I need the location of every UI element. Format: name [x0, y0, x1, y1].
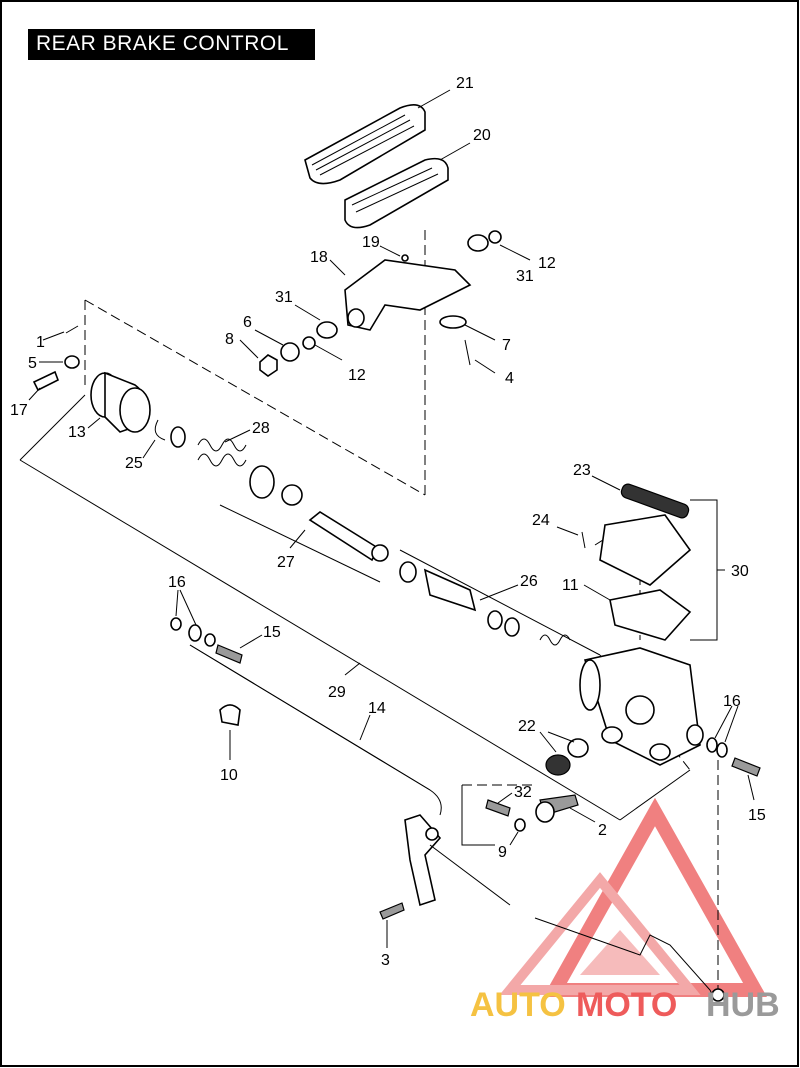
- part-6-washer: [280, 342, 300, 362]
- page-title: REAR BRAKE CONTROL: [36, 32, 289, 55]
- leader-lines: [28, 89, 755, 948]
- callout-2: 2: [598, 822, 607, 839]
- part-27-ball: [371, 544, 389, 562]
- callout-24: 24: [532, 512, 550, 529]
- callout-12-left: 12: [348, 367, 366, 384]
- part-20-base: [344, 157, 449, 229]
- part-16-washer-r2: [716, 742, 728, 758]
- callout-14: 14: [368, 700, 386, 717]
- part-27-clip: [249, 465, 275, 499]
- callout-16-left: 16: [168, 574, 186, 591]
- callout-16-right: 16: [723, 693, 741, 710]
- callout-21: 21: [456, 75, 474, 92]
- part-11-diaphragm: [609, 589, 692, 641]
- part-15-bolt-l: [215, 644, 243, 664]
- part-3-bolt: [379, 902, 405, 920]
- rod-end: [711, 988, 725, 1002]
- part-8-nut: [259, 354, 278, 377]
- callout-29: 29: [328, 684, 346, 701]
- part-1-cotter: [65, 325, 79, 334]
- callout-23: 23: [573, 462, 591, 479]
- part-2-head: [535, 801, 555, 823]
- watermark-text: AUTO MOTO HUB: [470, 986, 780, 1024]
- part-16-washer-l1: [170, 617, 182, 631]
- callout-25: 25: [125, 455, 143, 472]
- callout-15-left: 15: [263, 624, 281, 641]
- part-16-washer-l3: [204, 633, 216, 647]
- callout-11: 11: [562, 577, 579, 594]
- part-17-pin: [32, 370, 60, 392]
- callout-22: 22: [518, 718, 536, 735]
- part-4-screw: [464, 339, 471, 366]
- pedal-rod: [534, 917, 716, 1001]
- callout-10: 10: [220, 767, 238, 784]
- part-7-washer: [439, 315, 467, 329]
- part-32-switch: [485, 799, 511, 817]
- callout-18: 18: [310, 249, 328, 266]
- title-banner: REAR BRAKE CONTROL: [28, 29, 315, 60]
- callout-30: 30: [731, 563, 749, 580]
- watermark-hub: HUB: [706, 986, 780, 1024]
- part-5-washer: [64, 355, 80, 369]
- callout-1: 1: [36, 334, 45, 351]
- part-25-ring: [170, 426, 186, 448]
- watermark-moto: MOTO: [576, 986, 677, 1024]
- part-12-ring-b: [302, 336, 316, 350]
- callouts: 21 20 19 18 12 31 31 6 1 8 7 5 12 4 17 2…: [10, 75, 766, 969]
- callout-5: 5: [28, 355, 37, 372]
- part-27-washer: [281, 484, 303, 506]
- callout-31-left: 31: [275, 289, 293, 306]
- part-31-bushing: [316, 321, 338, 339]
- part-14-brake-line-inner: [189, 644, 431, 791]
- callout-3: 3: [381, 952, 390, 969]
- callout-27: 27: [277, 554, 295, 571]
- linkage-rod: [429, 844, 511, 906]
- callout-28: 28: [252, 420, 270, 437]
- callout-19: 19: [362, 234, 380, 251]
- part-30-cap: [599, 514, 692, 586]
- part-31-bushing-b: [467, 234, 489, 252]
- part-13-boot: [90, 371, 151, 433]
- part-26-piston: [399, 561, 571, 646]
- callout-12-top: 12: [538, 255, 556, 272]
- callout-32: 32: [514, 784, 532, 801]
- part-19: [401, 254, 409, 262]
- part-24-screw: [581, 531, 586, 549]
- part-22-plug: [545, 754, 571, 776]
- callout-31-top: 31: [516, 268, 534, 285]
- watermark-logo: [499, 797, 767, 997]
- callout-7: 7: [502, 337, 511, 354]
- callout-6: 6: [243, 314, 252, 331]
- part-22-oring: [567, 738, 589, 758]
- part-12-ring: [488, 230, 502, 244]
- part-21-pad: [304, 104, 426, 185]
- callout-26: 26: [520, 573, 538, 590]
- watermark-auto: AUTO: [470, 986, 566, 1024]
- part-10-clip: [219, 704, 241, 726]
- callout-15-right: 15: [748, 807, 766, 824]
- part-9-washer: [514, 818, 526, 832]
- lever-bracket: [404, 814, 442, 907]
- part-18-pedal: [344, 259, 472, 331]
- part-28-spring: [197, 438, 247, 467]
- callout-17: 17: [10, 402, 28, 419]
- callout-13: 13: [68, 424, 86, 441]
- part-14-brake-line: [189, 644, 442, 816]
- callout-8: 8: [225, 331, 234, 348]
- part-25-clip: [154, 419, 166, 441]
- callout-9: 9: [498, 844, 507, 861]
- part-15-bolt-r: [731, 757, 761, 777]
- part-16-washer-l2: [188, 624, 202, 642]
- master-cylinder-body: [579, 647, 704, 766]
- part-23-seal: [620, 483, 690, 519]
- callout-4: 4: [505, 370, 514, 387]
- callout-20: 20: [473, 127, 491, 144]
- part-16-washer-r1: [706, 737, 718, 753]
